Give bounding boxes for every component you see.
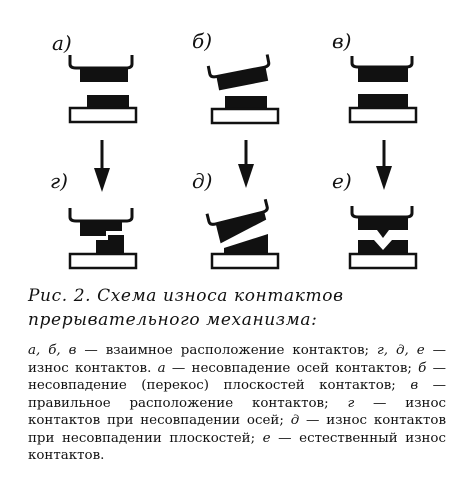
arrow-v-to-e	[376, 140, 392, 190]
caption-text: — износ контактов при несовпадении плоск…	[28, 413, 446, 446]
caption-panel-ref: д	[290, 413, 300, 428]
caption-text: — износ контактов при несовпадении осей;	[28, 395, 446, 429]
caption-panel-ref: а	[157, 360, 166, 376]
label-v: в)	[332, 29, 351, 53]
caption-text: — несовпадение осей контактов;	[165, 360, 419, 376]
label-d: д)	[192, 169, 212, 193]
caption-panel-ref: б	[418, 360, 427, 376]
caption-title: Рис. 2. Схема износа контактов прерывате…	[28, 286, 344, 330]
caption-panel-ref: г	[347, 395, 355, 411]
caption-panel-ref: в	[410, 378, 419, 393]
label-a: а)	[52, 31, 72, 55]
panel-g-wear-axis-misalignment	[68, 208, 138, 270]
caption-text: — правильное расположение контактов;	[28, 378, 446, 411]
label-b: б)	[192, 29, 212, 53]
panel-d-wear-plane-misalignment	[205, 198, 280, 270]
panel-v-correct-arrangement	[348, 56, 418, 124]
caption-text: — естественный износ контактов.	[28, 430, 446, 464]
arrow-b-to-d	[238, 140, 254, 188]
arrow-a-to-g	[94, 140, 110, 192]
panel-b-plane-misalignment	[206, 54, 280, 125]
label-e: е)	[332, 169, 352, 193]
caption-panel-ref: а, б, в	[28, 343, 77, 358]
caption-text: — взаимное расположение контактов;	[76, 343, 377, 358]
label-g: г)	[50, 169, 68, 193]
caption-panel-ref: г, д, е	[376, 343, 425, 358]
caption-text: — износ контактов.	[28, 343, 446, 376]
caption-body: а, б, в — взаимное расположение контакто…	[28, 342, 446, 465]
panel-a-axis-misalignment	[68, 55, 138, 124]
contact-wear-diagram: а) б) в) г) д) е)	[50, 29, 418, 270]
caption-panel-ref: е	[262, 430, 271, 446]
caption-text: — несовпадение (перекос) плоскостей конт…	[28, 360, 446, 394]
panel-e-natural-wear	[348, 206, 418, 270]
